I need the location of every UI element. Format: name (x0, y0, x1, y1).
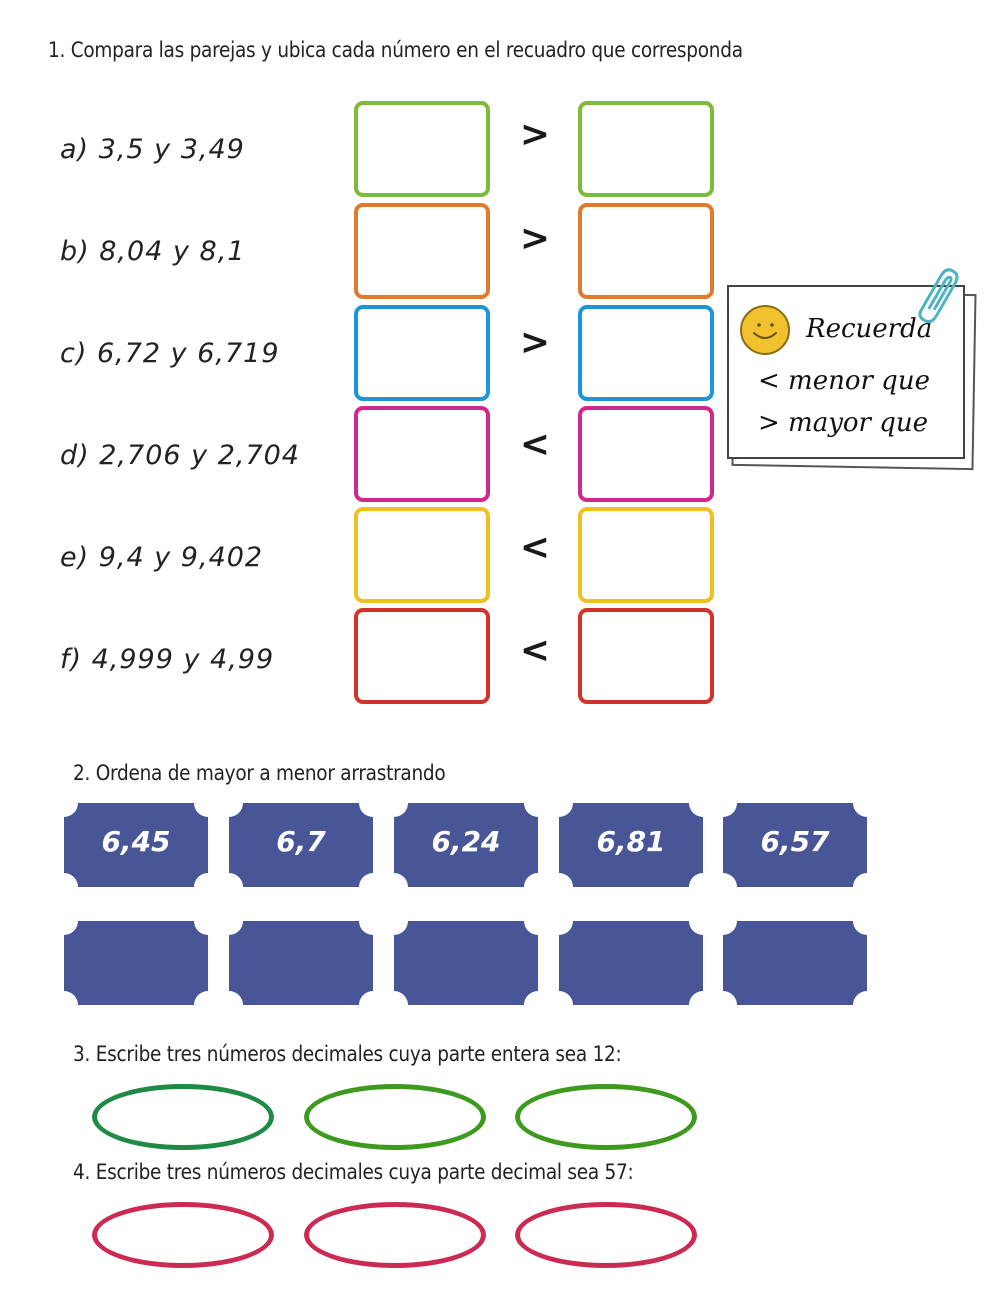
answer-box-a-right[interactable] (578, 101, 714, 197)
integer-part-answer-1[interactable] (92, 1084, 274, 1150)
draggable-tile[interactable]: 6,24 (380, 789, 552, 901)
tile-value: 6,81 (596, 825, 666, 858)
tile-value: 6,24 (431, 825, 501, 858)
comparison-sign-e: < (519, 527, 551, 568)
answer-box-f-left[interactable] (354, 608, 490, 704)
answer-box-d-left[interactable] (354, 406, 490, 502)
draggable-tile[interactable]: 6,57 (709, 789, 881, 901)
answer-box-d-right[interactable] (578, 406, 714, 502)
section3-title: 3. Escribe tres números decimales cuya p… (73, 1042, 622, 1066)
decimal-part-answer-3[interactable] (515, 1202, 697, 1268)
integer-part-answer-3[interactable] (515, 1084, 697, 1150)
comparison-sign-b: > (519, 218, 551, 259)
answer-box-a-left[interactable] (354, 101, 490, 197)
pair-label-f: f) 4,999 y 4,99 (60, 644, 275, 675)
integer-part-answer-2[interactable] (304, 1084, 486, 1150)
answer-box-c-right[interactable] (578, 305, 714, 401)
answer-box-b-right[interactable] (578, 203, 714, 299)
pair-label-e: e) 9,4 y 9,402 (60, 542, 264, 573)
comparison-sign-a: > (519, 114, 551, 155)
pair-label-c: c) 6,72 y 6,719 (60, 338, 280, 369)
answer-box-c-left[interactable] (354, 305, 490, 401)
reminder-greater-than: > mayor que (758, 408, 929, 438)
pair-label-d: d) 2,706 y 2,704 (60, 440, 300, 471)
pair-label-b: b) 8,04 y 8,1 (60, 236, 246, 267)
pair-label-a: a) 3,5 y 3,49 (60, 134, 245, 165)
answer-box-e-right[interactable] (578, 507, 714, 603)
smiley-icon (740, 305, 790, 355)
tile-value: 6,7 (276, 825, 326, 858)
drop-slot-2[interactable] (215, 907, 387, 1019)
reminder-title: Recuerda (806, 314, 933, 344)
decimal-part-answer-1[interactable] (92, 1202, 274, 1268)
comparison-sign-d: < (519, 424, 551, 465)
drop-slot-4[interactable] (545, 907, 717, 1019)
decimal-part-answer-2[interactable] (304, 1202, 486, 1268)
tile-value: 6,45 (101, 825, 171, 858)
comparison-sign-c: > (519, 322, 551, 363)
drop-slot-3[interactable] (380, 907, 552, 1019)
answer-box-b-left[interactable] (354, 203, 490, 299)
draggable-tile[interactable]: 6,45 (50, 789, 222, 901)
answer-box-e-left[interactable] (354, 507, 490, 603)
comparison-sign-f: < (519, 630, 551, 671)
answer-box-f-right[interactable] (578, 608, 714, 704)
drop-slot-1[interactable] (50, 907, 222, 1019)
draggable-tile[interactable]: 6,81 (545, 789, 717, 901)
draggable-tile[interactable]: 6,7 (215, 789, 387, 901)
paperclip-icon (918, 268, 959, 324)
section1-title: 1. Compara las parejas y ubica cada núme… (48, 38, 743, 62)
section2-title: 2. Ordena de mayor a menor arrastrando (73, 761, 446, 785)
reminder-less-than: < menor que (758, 366, 930, 396)
section4-title: 4. Escribe tres números decimales cuya p… (73, 1160, 634, 1184)
drop-slot-5[interactable] (709, 907, 881, 1019)
tile-value: 6,57 (760, 825, 830, 858)
